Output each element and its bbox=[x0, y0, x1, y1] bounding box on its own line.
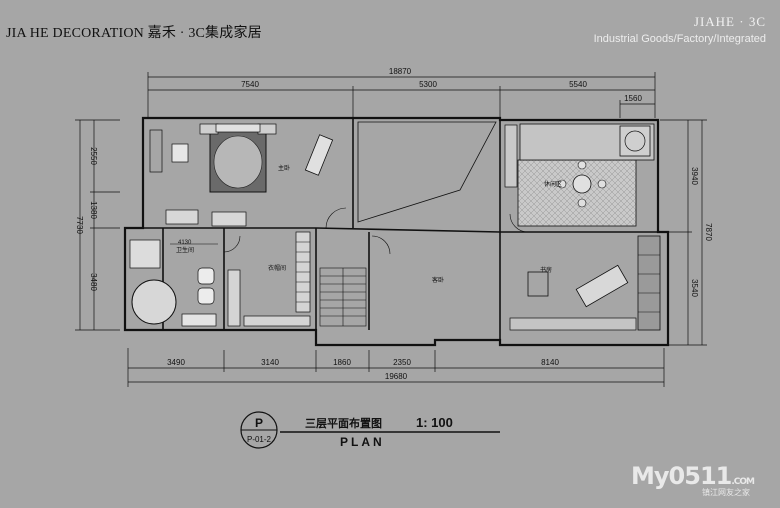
study-chair bbox=[527, 271, 549, 297]
door-swings bbox=[223, 207, 529, 255]
dim-bottom-b: 3140 bbox=[261, 358, 279, 367]
toilet bbox=[197, 267, 215, 285]
dim-inner-note: 4130 bbox=[178, 240, 192, 246]
sheet-number: P-01-2 bbox=[247, 435, 272, 444]
room-label-master-bedroom: 主卧 bbox=[278, 164, 290, 172]
top-dimension-lines bbox=[147, 72, 656, 118]
room-label-closet: 衣帽间 bbox=[268, 264, 286, 272]
dim-right-total: 7870 bbox=[704, 223, 713, 241]
bathtub bbox=[131, 279, 177, 325]
dim-bottom-total: 19680 bbox=[385, 372, 408, 381]
bottom-dimension-lines bbox=[127, 348, 665, 387]
dim-top-c: 5540 bbox=[569, 80, 587, 89]
dim-top-total: 18870 bbox=[389, 67, 412, 76]
title-block: P P-01-2 三层平面布置图 1: 100 PLAN bbox=[240, 411, 500, 449]
watermark-sub: 镇江网友之家 bbox=[702, 488, 750, 497]
dim-bottom-e: 8140 bbox=[541, 358, 559, 367]
watermark-suffix: .COM bbox=[731, 477, 755, 487]
room-label-leisure: 休闲区 bbox=[544, 180, 562, 188]
dim-left-c: 3480 bbox=[89, 273, 98, 291]
plant-pot bbox=[619, 125, 651, 157]
vanity bbox=[171, 143, 189, 163]
brand-header-left: JIA HE DECORATION 嘉禾 · 3C集成家居 bbox=[6, 26, 262, 41]
round-table bbox=[572, 174, 592, 194]
basin bbox=[181, 313, 217, 327]
dim-left-b: 1380 bbox=[89, 201, 98, 219]
watermark-logo-text: My0511 bbox=[631, 462, 732, 490]
room-label-bathroom: 卫生间 bbox=[176, 246, 194, 254]
drawing-scale: 1: 100 bbox=[416, 415, 453, 430]
drawing-title: 三层平面布置图 bbox=[305, 416, 382, 430]
dim-top-d: 1560 bbox=[624, 94, 642, 103]
title-symbol: P bbox=[255, 416, 263, 430]
dim-bottom-d: 2350 bbox=[393, 358, 411, 367]
watermark-logo: My0511.COM bbox=[631, 462, 755, 490]
room-label-study: 书房 bbox=[540, 266, 552, 274]
plan-label: PLAN bbox=[340, 435, 385, 449]
staircase bbox=[319, 267, 367, 327]
brand-header-right: JIAHE · 3C bbox=[693, 14, 766, 29]
dim-bottom-c: 1860 bbox=[333, 358, 351, 367]
left-dimension-lines bbox=[75, 119, 120, 331]
dim-bottom-a: 3490 bbox=[167, 358, 185, 367]
dim-left-a: 2550 bbox=[89, 147, 98, 165]
dim-right-b: 3540 bbox=[690, 279, 699, 297]
dim-right-a: 3940 bbox=[690, 167, 699, 185]
roof-void bbox=[357, 121, 497, 223]
room-label-guest-bedroom: 客卧 bbox=[432, 276, 444, 284]
dim-top-a: 7540 bbox=[241, 80, 259, 89]
dim-left-total: 7730 bbox=[75, 216, 84, 234]
study-desk bbox=[575, 264, 629, 308]
lounge-chair bbox=[304, 134, 334, 176]
brand-subtitle: Industrial Goods/Factory/Integrated bbox=[593, 33, 766, 45]
bookshelf bbox=[637, 235, 661, 331]
leisure-tile-floor bbox=[517, 159, 637, 227]
dim-top-b: 5300 bbox=[419, 80, 437, 89]
